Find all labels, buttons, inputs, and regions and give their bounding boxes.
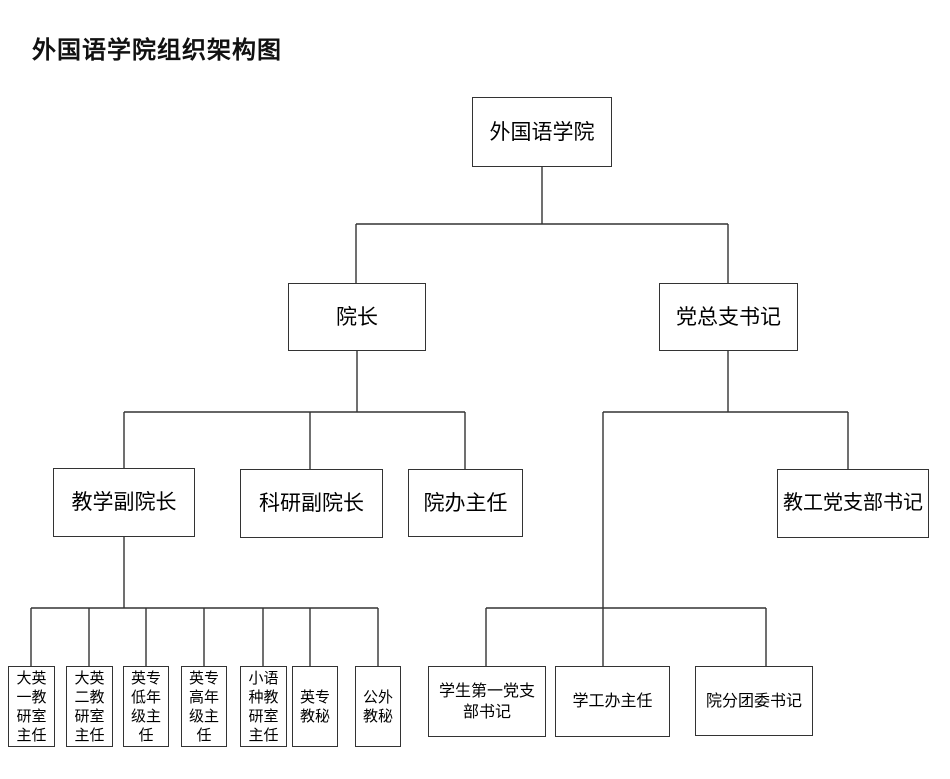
connector-teaching-vice-dean-children <box>30 537 379 666</box>
connector-dean-children <box>123 351 466 469</box>
node-college-english-office1-head: 大英一教研室主任 <box>8 666 55 747</box>
node-english-major-teaching-secretary: 英专教秘 <box>292 666 338 747</box>
connector-party-lower-children <box>485 607 767 666</box>
node-dean: 院长 <box>288 283 426 351</box>
node-teaching-vice-dean: 教学副院长 <box>53 468 195 537</box>
node-faculty-party-branch-secretary: 教工党支部书记 <box>777 469 929 538</box>
node-college-english-office2-head: 大英二教研室主任 <box>66 666 113 747</box>
connector-party-children <box>602 351 849 666</box>
node-student-first-party-branch-secretary: 学生第一党支部书记 <box>428 666 546 737</box>
node-college-office-director: 院办主任 <box>408 469 523 537</box>
connector-root-children <box>355 167 729 283</box>
page-title: 外国语学院组织架构图 <box>32 37 282 64</box>
node-english-major-senior-grade-head: 英专高年级主任 <box>181 666 227 747</box>
node-public-foreign-language-teaching-secretary: 公外教秘 <box>355 666 401 747</box>
node-research-vice-dean: 科研副院长 <box>240 469 383 538</box>
node-party-general-branch-secretary: 党总支书记 <box>659 283 798 351</box>
node-english-major-junior-grade-head: 英专低年级主任 <box>123 666 169 747</box>
node-college-youth-league-secretary: 院分团委书记 <box>695 666 813 736</box>
node-student-affairs-office-director: 学工办主任 <box>555 666 670 737</box>
node-minor-languages-office-head: 小语种教研室主任 <box>240 666 287 747</box>
node-root: 外国语学院 <box>472 97 612 167</box>
